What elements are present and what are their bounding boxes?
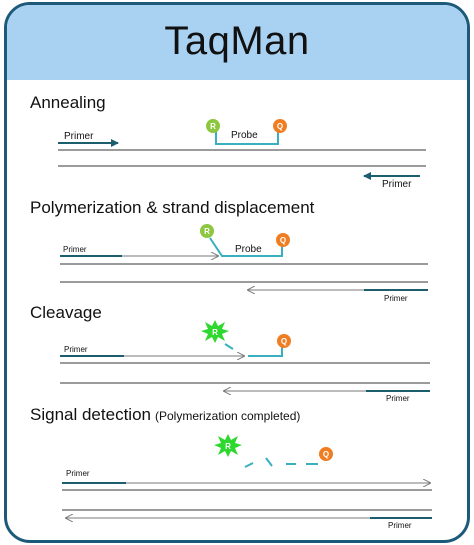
section-cleavage: Cleavage <box>30 303 102 322</box>
quencher-dye-2 <box>276 233 290 247</box>
primer-label-2a: Primer <box>63 245 87 254</box>
section-signal: Signal detection (Polymerization complete… <box>30 405 300 424</box>
quencher-dye-1 <box>273 119 287 133</box>
probe-2 <box>209 237 283 257</box>
reporter-label-4: R <box>225 442 231 451</box>
quencher-dye-3 <box>277 334 291 348</box>
quencher-label-3: Q <box>281 337 287 346</box>
quencher-label-1: Q <box>277 122 283 131</box>
primer-label-4b: Primer <box>388 521 412 530</box>
reporter-dye-1 <box>206 119 220 133</box>
primer-label-1b: Primer <box>382 179 412 190</box>
reporter-label-3: R <box>212 328 218 337</box>
quencher-label-2: Q <box>280 236 286 245</box>
primer-label-3a: Primer <box>64 345 88 354</box>
probe-fragment-4b <box>265 457 273 467</box>
reporter-dye-2 <box>200 224 214 238</box>
probe-remnant-3 <box>248 346 283 357</box>
reporter-label-1: R <box>210 122 216 131</box>
primer-label-4a: Primer <box>66 469 90 478</box>
primer-label-2b: Primer <box>384 294 408 303</box>
probe-fragment-3 <box>224 343 234 350</box>
probe-label-1: Probe <box>231 130 258 141</box>
page-title: TaqMan <box>164 19 310 63</box>
probe-1 <box>215 130 279 145</box>
probe-label-2: Probe <box>235 244 262 255</box>
reporter-label-2: R <box>204 227 210 236</box>
section-annealing: Annealing <box>30 93 106 112</box>
reporter-burst-3 <box>201 320 229 343</box>
section-polymerization: Polymerization & strand displacement <box>30 198 315 217</box>
primer-label-1a: Primer <box>64 131 94 142</box>
quencher-dye-4 <box>319 447 333 461</box>
title-banner: TaqMan <box>7 5 467 80</box>
probe-fragment-4a <box>244 462 254 468</box>
section-signal-note: (Polymerization completed) <box>155 409 300 423</box>
primer-label-3b: Primer <box>386 394 410 403</box>
section-signal-title: Signal detection <box>30 405 151 424</box>
quencher-label-4: Q <box>323 450 329 459</box>
reporter-burst-4 <box>214 434 242 457</box>
